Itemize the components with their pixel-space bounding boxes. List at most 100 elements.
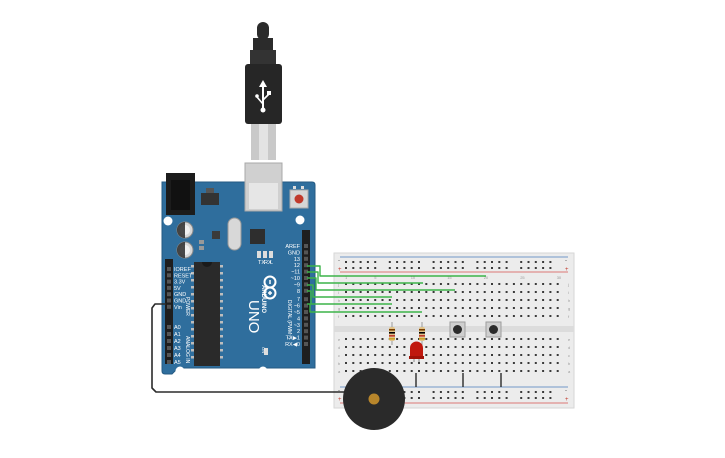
breadboard-hole[interactable] — [447, 362, 450, 364]
rail-hole[interactable] — [534, 391, 537, 393]
breadboard-hole[interactable] — [527, 283, 530, 285]
wire-pin-13[interactable] — [307, 265, 486, 277]
breadboard-hole[interactable] — [418, 283, 420, 285]
breadboard-hole[interactable] — [345, 354, 347, 356]
breadboard-hole[interactable] — [345, 362, 347, 364]
rail-hole[interactable] — [549, 397, 552, 399]
breadboard-hole[interactable] — [388, 346, 391, 348]
breadboard-hole[interactable] — [403, 370, 406, 372]
breadboard-hole[interactable] — [527, 354, 530, 356]
breadboard-hole[interactable] — [520, 315, 523, 317]
breadboard-hole[interactable] — [396, 354, 399, 356]
header-pin[interactable] — [167, 339, 171, 343]
breadboard-hole[interactable] — [483, 346, 486, 348]
rail-hole[interactable] — [403, 261, 406, 263]
breadboard-hole[interactable] — [352, 362, 355, 364]
wire-pin-11[interactable] — [307, 277, 455, 291]
breadboard-hole[interactable] — [454, 307, 457, 309]
breadboard-hole[interactable] — [345, 338, 347, 340]
breadboard-hole[interactable] — [498, 291, 501, 293]
breadboard-hole[interactable] — [403, 291, 406, 293]
breadboard-hole[interactable] — [476, 338, 479, 340]
rail-hole[interactable] — [491, 397, 493, 399]
breadboard-hole[interactable] — [425, 315, 428, 317]
breadboard-hole[interactable] — [542, 315, 545, 317]
breadboard-hole[interactable] — [505, 299, 508, 301]
breadboard-hole[interactable] — [549, 362, 552, 364]
breadboard-hole[interactable] — [505, 338, 508, 340]
header-pin[interactable] — [167, 285, 171, 290]
breadboard-hole[interactable] — [542, 362, 545, 364]
breadboard-hole[interactable] — [345, 291, 347, 293]
rail-hole[interactable] — [439, 391, 442, 393]
breadboard-hole[interactable] — [410, 307, 413, 309]
breadboard-hole[interactable] — [410, 370, 413, 372]
rail-hole[interactable] — [520, 261, 523, 263]
breadboard-hole[interactable] — [527, 338, 530, 340]
breadboard-hole[interactable] — [432, 362, 435, 364]
breadboard-hole[interactable] — [447, 354, 450, 356]
header-pin[interactable] — [304, 322, 308, 327]
breadboard-hole[interactable] — [381, 362, 384, 364]
breadboard-hole[interactable] — [527, 346, 530, 348]
breadboard-hole[interactable] — [469, 307, 472, 309]
rail-hole[interactable] — [352, 261, 355, 263]
breadboard-hole[interactable] — [469, 346, 472, 348]
breadboard-hole[interactable] — [498, 315, 501, 317]
header-pin[interactable] — [167, 292, 171, 297]
breadboard-hole[interactable] — [498, 370, 501, 372]
rail-hole[interactable] — [439, 267, 442, 269]
breadboard-hole[interactable] — [520, 370, 523, 372]
rail-hole[interactable] — [461, 391, 464, 393]
breadboard-hole[interactable] — [447, 307, 450, 309]
breadboard-hole[interactable] — [359, 346, 362, 348]
breadboard-hole[interactable] — [549, 370, 552, 372]
breadboard-hole[interactable] — [410, 338, 413, 340]
breadboard-hole[interactable] — [549, 338, 552, 340]
breadboard-hole[interactable] — [359, 299, 362, 301]
breadboard-hole[interactable] — [410, 299, 413, 301]
breadboard-hole[interactable] — [534, 283, 537, 285]
breadboard-hole[interactable] — [410, 315, 413, 317]
breadboard-hole[interactable] — [469, 315, 472, 317]
rail-hole[interactable] — [388, 267, 391, 269]
breadboard-hole[interactable] — [352, 283, 355, 285]
breadboard-hole[interactable] — [396, 338, 399, 340]
header-pin[interactable] — [167, 360, 171, 364]
rail-hole[interactable] — [396, 267, 399, 269]
reset-button-icon[interactable] — [289, 189, 309, 209]
breadboard-hole[interactable] — [527, 299, 530, 301]
rail-hole[interactable] — [410, 267, 413, 269]
header-pin[interactable] — [167, 332, 171, 336]
breadboard-hole[interactable] — [549, 283, 552, 285]
breadboard-hole[interactable] — [381, 283, 384, 285]
rail-hole[interactable] — [498, 261, 501, 263]
breadboard-hole[interactable] — [396, 291, 399, 293]
header-pin[interactable] — [304, 342, 308, 346]
breadboard-hole[interactable] — [359, 354, 362, 356]
breadboard-hole[interactable] — [447, 291, 450, 293]
rail-hole[interactable] — [476, 397, 479, 399]
rail-hole[interactable] — [542, 397, 545, 399]
rail-hole[interactable] — [374, 261, 377, 263]
breadboard-hole[interactable] — [491, 362, 493, 364]
breadboard-hole[interactable] — [534, 291, 537, 293]
header-pin[interactable] — [167, 273, 171, 278]
breadboard-hole[interactable] — [527, 315, 530, 317]
breadboard-hole[interactable] — [542, 283, 545, 285]
breadboard-hole[interactable] — [359, 362, 362, 364]
rail-hole[interactable] — [527, 397, 530, 399]
rail-hole[interactable] — [483, 397, 486, 399]
header-pin[interactable] — [167, 304, 171, 309]
rail-hole[interactable] — [527, 391, 530, 393]
breadboard-hole[interactable] — [461, 354, 464, 356]
breadboard-hole[interactable] — [439, 283, 442, 285]
rail-hole[interactable] — [432, 261, 435, 263]
rail-hole[interactable] — [498, 267, 501, 269]
breadboard-hole[interactable] — [439, 315, 442, 317]
breadboard-hole[interactable] — [374, 346, 377, 348]
breadboard-hole[interactable] — [461, 283, 464, 285]
breadboard-hole[interactable] — [520, 307, 523, 309]
breadboard-hole[interactable] — [454, 299, 457, 301]
